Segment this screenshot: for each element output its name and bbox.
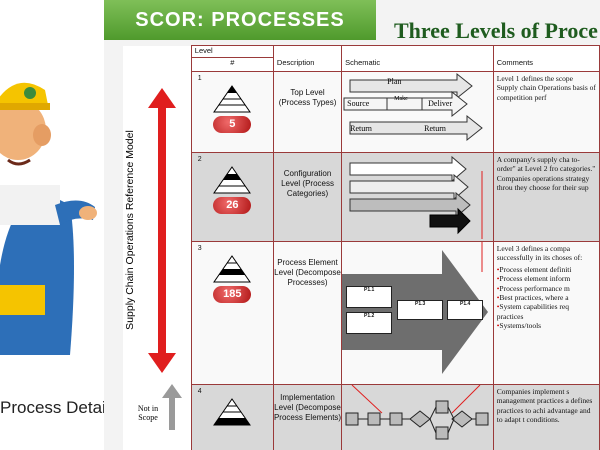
list-item: •Best practices, where a <box>496 292 569 302</box>
description-cell: Configuration Level (Process Categories) <box>272 152 343 242</box>
comment-text: Level 1 defines the scope Supply chain O… <box>496 74 596 102</box>
process-count-badge: 5 <box>213 116 252 133</box>
schematic-cell <box>341 384 494 450</box>
list-item: •System capabilities req practices <box>496 302 569 321</box>
schematic-header: Schematic <box>341 57 494 72</box>
table-row: 2 26 Configuration Level (Process Catego… <box>123 152 600 253</box>
slide-headline: Three Levels of Proce <box>394 18 598 43</box>
list-item: •Process performance m <box>496 283 570 293</box>
description-cell: Process Element Level (Decompose Process… <box>272 241 343 385</box>
list-item: •Systems/tools <box>496 321 542 330</box>
schematic-cell: P1.1 P1.2 P1.3 P1.4 <box>341 241 494 385</box>
description-cell: Implementation Level (Decompose Process … <box>272 384 343 450</box>
description-text: Process Element Level (Decompose Process… <box>274 258 341 287</box>
slide-panel: SCOR: PROCESSES Three Levels of Proce Le… <box>104 0 600 450</box>
process-detail-caption: Process Detail <box>0 398 110 417</box>
pyramid-level-3-icon <box>213 255 252 283</box>
process-count-badge: 185 <box>213 286 252 303</box>
level-cell: 4 <box>190 384 274 450</box>
scor-levels-table: Level # Description Schematic Comments 1… <box>122 45 600 450</box>
process-element-p1-4: P1.4 <box>447 300 484 320</box>
schematic-cell: Plan Source Make Deliver Return Return <box>341 71 494 153</box>
make-label: Make <box>394 96 408 102</box>
table-row: 3 185 Process Element Level (Decompose P… <box>123 241 600 385</box>
level-2-category-arrows-diagram <box>349 155 483 253</box>
deliver-label: Deliver <box>428 99 453 108</box>
description-text: Configuration Level (Process Categories) <box>281 169 334 198</box>
comments-header: Comments <box>492 57 600 72</box>
level-cell: 3 185 <box>190 241 274 385</box>
return-left-label: Return <box>350 124 372 133</box>
pyramid-level-2-icon <box>213 166 252 194</box>
return-right-label: Return <box>424 124 446 133</box>
comment-text: A company's supply cha to-order" at Leve… <box>496 155 596 193</box>
table-row: 4 Implementation Level (Decompose Proces… <box>123 384 600 450</box>
process-element-p1-1: P1.1 <box>346 286 393 308</box>
list-item: •Process element definiti <box>496 264 572 274</box>
level-number: 3 <box>197 245 202 252</box>
scor-model-side-label: Supply Chain Operations Reference Model <box>124 130 136 330</box>
process-count-badge: 26 <box>213 197 252 214</box>
level-header: Level <box>190 45 274 58</box>
schematic-cell <box>341 152 494 253</box>
plan-label: Plan <box>387 77 402 86</box>
process-element-p1-3: P1.3 <box>397 300 444 320</box>
source-label: Source <box>347 99 370 108</box>
pyramid-level-4-icon <box>213 398 252 426</box>
comment-cell: A company's supply cha to-order" at Leve… <box>492 152 600 242</box>
process-element-p1-2: P1.2 <box>346 312 393 334</box>
level-4-implementation-flow-diagram <box>345 384 489 440</box>
level-number: 2 <box>197 156 202 163</box>
level-number: 1 <box>197 75 202 82</box>
comment-intro: Level 3 defines a compa successfully in … <box>496 244 583 263</box>
list-item: •Process element inform <box>496 274 571 284</box>
number-header: # <box>190 57 274 72</box>
level-cell: 1 5 <box>190 71 274 153</box>
description-header: Description <box>272 57 343 72</box>
description-text: Top Level (Process Types) <box>278 88 337 107</box>
not-in-scope-label: Not in Scope <box>137 404 159 422</box>
level-number: 4 <box>197 388 202 395</box>
scor-processes-banner: SCOR: PROCESSES <box>104 0 376 40</box>
comment-cell: Level 1 defines the scope Supply chain O… <box>492 71 600 153</box>
comment-cell: Level 3 defines a compa successfully in … <box>492 241 600 385</box>
worker-character-illustration <box>0 82 97 355</box>
description-cell: Top Level (Process Types) <box>272 71 343 153</box>
level-1-process-arrows-diagram <box>343 72 483 142</box>
bullet-list: •Process element definiti •Process eleme… <box>494 265 599 333</box>
comment-cell: Companies implement s management practic… <box>492 384 600 450</box>
description-text: Implementation Level (Decompose Process … <box>273 393 342 422</box>
comment-text: Companies implement s management practic… <box>496 387 593 425</box>
up-arrow-gray-icon <box>162 384 182 430</box>
table-row: 1 5 Top Level (Process Types) <box>123 71 600 153</box>
double-headed-red-arrow-icon <box>148 88 176 373</box>
pyramid-level-1-icon <box>213 85 252 113</box>
level-cell: 2 26 <box>190 152 274 242</box>
